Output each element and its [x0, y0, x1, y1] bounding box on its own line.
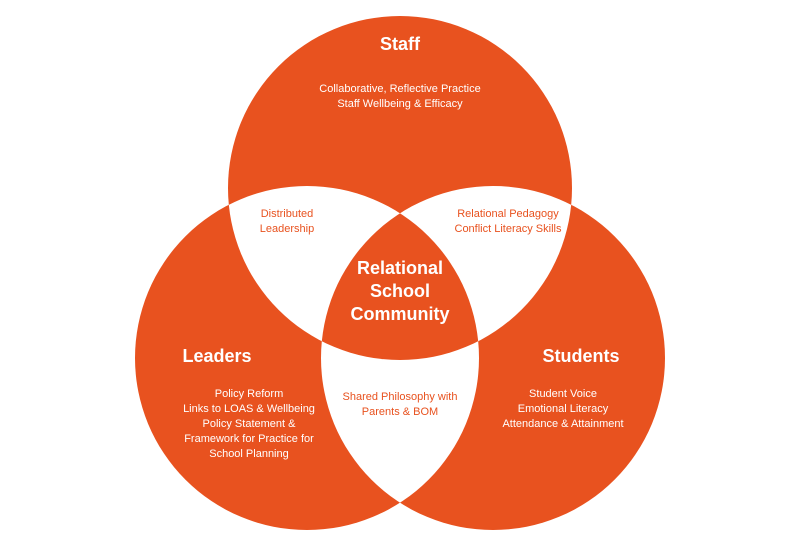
overlap-staff-students-line-1: Relational Pedagogy [457, 208, 559, 220]
overlap-staff-students-line-2: Conflict Literacy Skills [455, 223, 562, 235]
leaders-line-4: Framework for Practice for [184, 433, 314, 445]
leaders-line-2: Links to LOAS & Wellbeing [183, 403, 315, 415]
students-line-3: Attendance & Attainment [502, 418, 623, 430]
staff-title: Staff [380, 34, 421, 54]
students-title: Students [542, 346, 619, 366]
staff-line-1: Collaborative, Reflective Practice [319, 83, 480, 95]
leaders-line-1: Policy Reform [215, 388, 283, 400]
triple-overlap [321, 186, 479, 360]
overlap-staff-leaders-line-2: Leadership [260, 223, 314, 235]
center-line-3: Community [351, 304, 450, 324]
students-line-1: Student Voice [529, 388, 597, 400]
students-line-2: Emotional Literacy [518, 403, 609, 415]
leaders-line-5: School Planning [209, 448, 289, 460]
overlap-leaders-students-line-2: Parents & BOM [362, 406, 438, 418]
overlap-staff-leaders-line-1: Distributed [261, 208, 314, 220]
center-line-1: Relational [357, 258, 443, 278]
staff-line-2: Staff Wellbeing & Efficacy [337, 98, 463, 110]
leaders-title: Leaders [182, 346, 251, 366]
leaders-line-3: Policy Statement & [203, 418, 297, 430]
center-line-2: School [370, 281, 430, 301]
overlap-leaders-students-line-1: Shared Philosophy with [343, 391, 458, 403]
